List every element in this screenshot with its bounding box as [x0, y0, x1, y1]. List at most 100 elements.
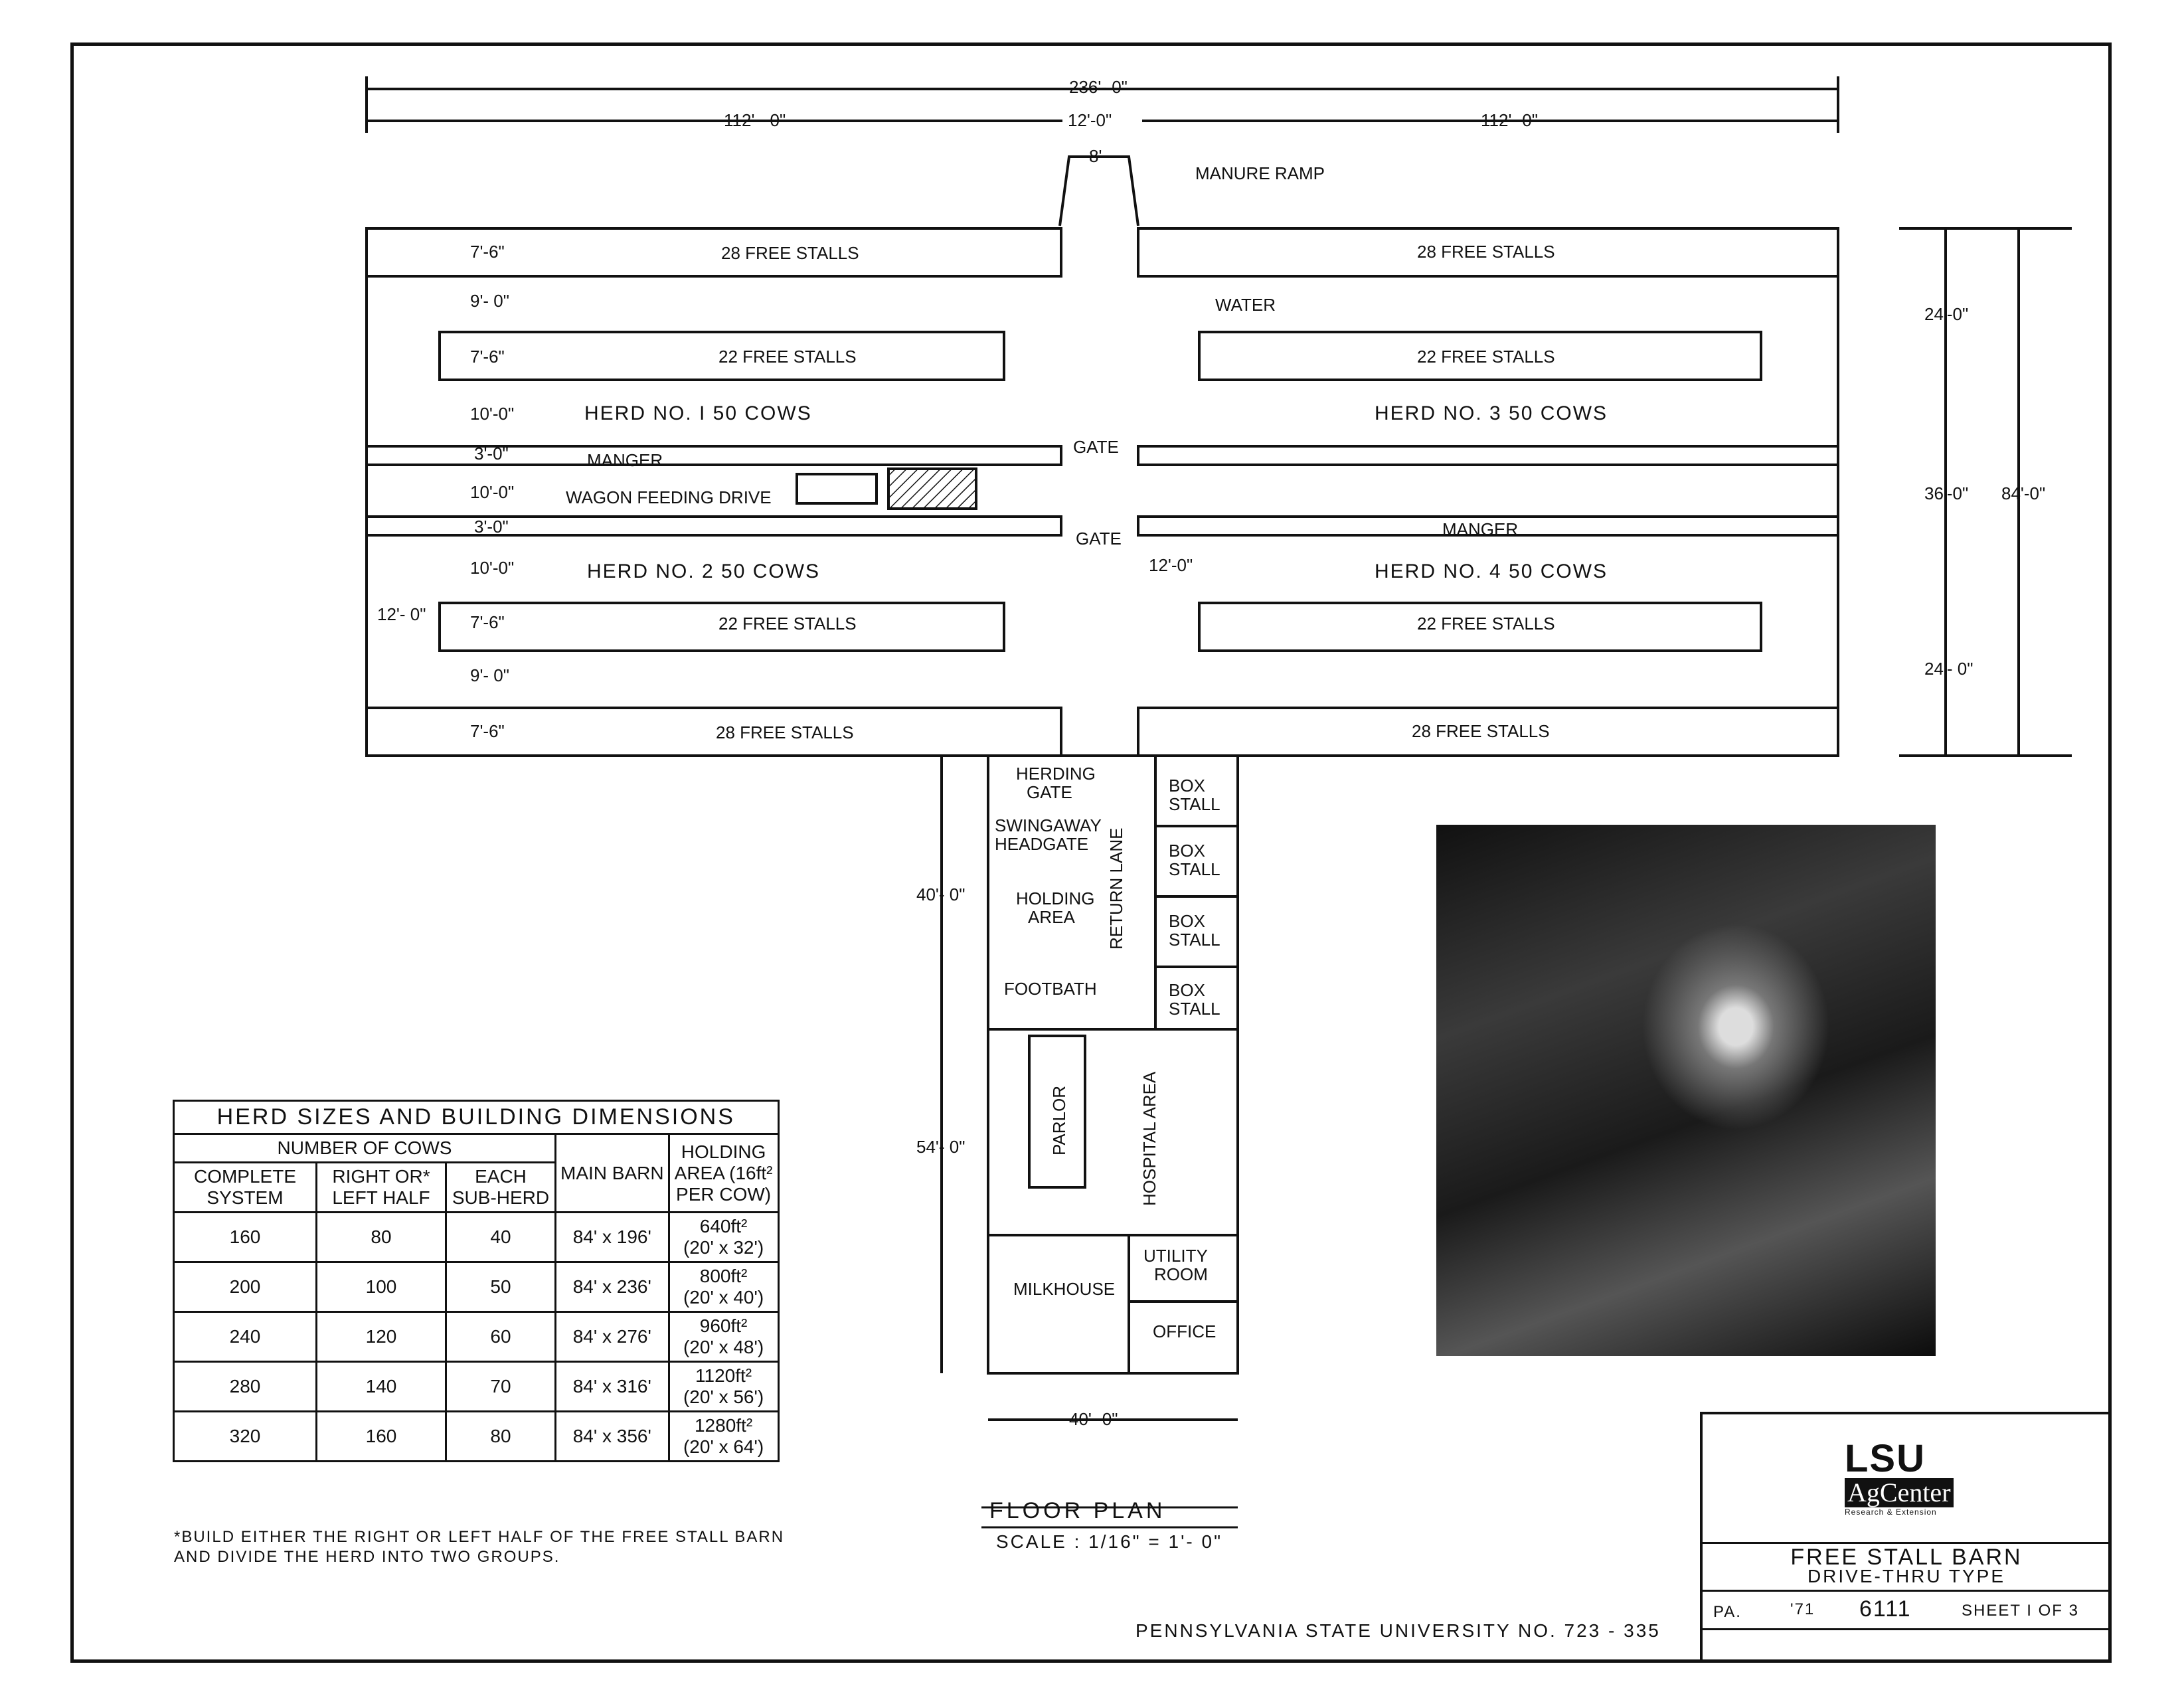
dim-9-0-b: 9'- 0": [470, 665, 509, 685]
manger-right-top: [1137, 445, 1839, 466]
gate-label-center-bottom: GATE: [1076, 529, 1122, 549]
swingaway-label-2: HEADGATE: [995, 834, 1088, 854]
holding-area-label-1: HOLDING: [1016, 888, 1094, 908]
stall-row-top-left: [365, 227, 1062, 278]
drawing-sheet-border: [70, 42, 2112, 1663]
swingaway-label-1: SWINGAWAY: [995, 815, 1102, 835]
manger-label-right: MANGER: [1442, 519, 1518, 539]
dim-right-84: 84'-0": [2001, 483, 2045, 503]
stalls-22-left-top: 22 FREE STALLS: [718, 347, 857, 367]
box-stall-1-a: BOX: [1169, 776, 1205, 796]
footer-credit: PENNSYLVANIA STATE UNIVERSITY NO. 723 - …: [1135, 1620, 1661, 1641]
manure-ramp-label: MANURE RAMP: [1195, 163, 1325, 183]
dim-7-6-d: 7'-6": [470, 721, 505, 741]
stall-row-inner-left-bottom: [438, 602, 1005, 652]
herd-sizes-table: HERD SIZES AND BUILDING DIMENSIONS NUMBE…: [173, 1100, 780, 1462]
parlor-label: PARLOR: [1049, 1086, 1069, 1155]
milkhouse-label: MILKHOUSE: [1013, 1279, 1115, 1299]
manger-left-top: [365, 445, 1062, 466]
stalls-22-right-top: 22 FREE STALLS: [1417, 347, 1555, 367]
manure-ramp: [1058, 155, 1139, 226]
drawing-subtitle: DRIVE-THRU TYPE: [1807, 1566, 2006, 1586]
floor-plan-title: FLOOR PLAN: [989, 1498, 1166, 1523]
dim-7-6-a: 7'-6": [470, 242, 505, 262]
title-block: LSU AgCenter Research & Extension FREE S…: [1700, 1412, 2110, 1663]
dim-3-0-b: 3'-0": [474, 517, 509, 537]
utility-room-label-2: ROOM: [1154, 1264, 1208, 1284]
box-stall-4-b: STALL: [1169, 999, 1220, 1019]
dim-10-0-c: 10'-0": [470, 558, 514, 578]
stalls-28-top-right: 28 FREE STALLS: [1417, 242, 1555, 262]
parlor-pit: [1028, 1035, 1086, 1189]
box-stall-2-a: BOX: [1169, 841, 1205, 861]
box-stall-3-b: STALL: [1169, 930, 1220, 950]
dim-right-36: 36'-0": [1924, 483, 1968, 503]
stalls-22-left-bottom: 22 FREE STALLS: [718, 614, 857, 633]
table-title: HERD SIZES AND BUILDING DIMENSIONS: [173, 1100, 780, 1135]
holding-area-label-2: AREA: [1028, 907, 1075, 927]
dim-7-6-c: 7'-6": [470, 612, 505, 632]
dim-12-0-left: 12'- 0": [377, 604, 426, 624]
drawing-number: 6111: [1859, 1596, 1912, 1622]
herd-2-label: HERD NO. 2 50 COWS: [587, 560, 820, 582]
overall-dim: 236'- 0": [1069, 77, 1128, 97]
box-stall-3-a: BOX: [1169, 911, 1205, 931]
dim-right-24-b: 24'- 0": [1924, 659, 1973, 679]
table-header-holding: HOLDING AREA (16ft² PER COW): [667, 1133, 780, 1213]
dim-7-6-b: 7'-6": [470, 347, 505, 367]
manger-left-bottom: [365, 515, 1062, 537]
stall-row-bottom-right: [1137, 707, 1839, 757]
water-label: WATER: [1215, 295, 1276, 315]
wagon-drive-label: WAGON FEEDING DRIVE: [566, 487, 772, 507]
dim-right-24-a: 24'-0": [1924, 304, 1968, 324]
right-half-dim: 112'- 0": [1481, 110, 1538, 130]
left-half-dim: 112' - 0": [724, 110, 786, 130]
hospital-area-label: HOSPITAL AREA: [1139, 1071, 1159, 1206]
herding-gate-label-2: GATE: [1027, 782, 1072, 802]
dim-9-0-a: 9'- 0": [470, 291, 509, 311]
sheet-number: SHEET I OF 3: [1962, 1602, 2079, 1620]
milking-wing-outline: [987, 754, 1239, 1375]
stalls-28-top-left: 28 FREE STALLS: [721, 243, 859, 263]
return-lane-label: RETURN LANE: [1106, 828, 1126, 950]
tractor-icon: [796, 473, 878, 505]
office-label: OFFICE: [1153, 1321, 1216, 1341]
lsu-agcenter-logo: LSU AgCenter Research & Extension: [1845, 1440, 1971, 1519]
dim-wing-width: 40'- 0": [1069, 1409, 1118, 1429]
herd-4-label: HERD NO. 4 50 COWS: [1375, 560, 1608, 582]
table-group-header: NUMBER OF COWS: [173, 1133, 556, 1163]
dim-10-0-a: 10'-0": [470, 404, 514, 424]
state-cell: PA.: [1713, 1603, 1742, 1621]
dim-10-0-b: 10'-0": [470, 482, 514, 502]
scale-label: SCALE : 1/16" = 1'- 0": [996, 1531, 1223, 1552]
barn-interior-photo: [1436, 825, 1936, 1356]
wagon-icon: [887, 467, 977, 510]
center-dim: 12'-0": [1068, 110, 1112, 130]
table-footnote: *BUILD EITHER THE RIGHT OR LEFT HALF OF …: [174, 1528, 785, 1566]
stalls-28-bottom-right: 28 FREE STALLS: [1412, 721, 1550, 741]
herd-3-label: HERD NO. 3 50 COWS: [1375, 402, 1608, 424]
table-header-complete: COMPLETE SYSTEM: [173, 1161, 317, 1213]
stalls-22-right-bottom: 22 FREE STALLS: [1417, 614, 1555, 633]
stall-row-inner-right-top: [1198, 331, 1762, 381]
footbath-label: FOOTBATH: [1004, 979, 1097, 999]
stall-row-top-right: [1137, 227, 1839, 278]
herd-1-label: HERD NO. I 50 COWS: [584, 402, 812, 424]
dim-12-0-right: 12'-0": [1149, 555, 1193, 575]
stall-row-inner-left-top: [438, 331, 1005, 381]
drawing-title: FREE STALL BARN: [1790, 1545, 2023, 1570]
box-stall-1-b: STALL: [1169, 794, 1220, 814]
stall-row-bottom-left: [365, 707, 1062, 757]
year-cell: '71: [1790, 1600, 1815, 1618]
box-stall-2-b: STALL: [1169, 859, 1220, 879]
gate-label-center-top: GATE: [1073, 437, 1119, 457]
table-header-main-barn: MAIN BARN: [554, 1133, 670, 1213]
box-stall-4-a: BOX: [1169, 980, 1205, 1000]
table-header-subherd: EACH SUB-HERD: [445, 1161, 556, 1213]
dim-wing-40: 40'- 0": [916, 885, 965, 904]
